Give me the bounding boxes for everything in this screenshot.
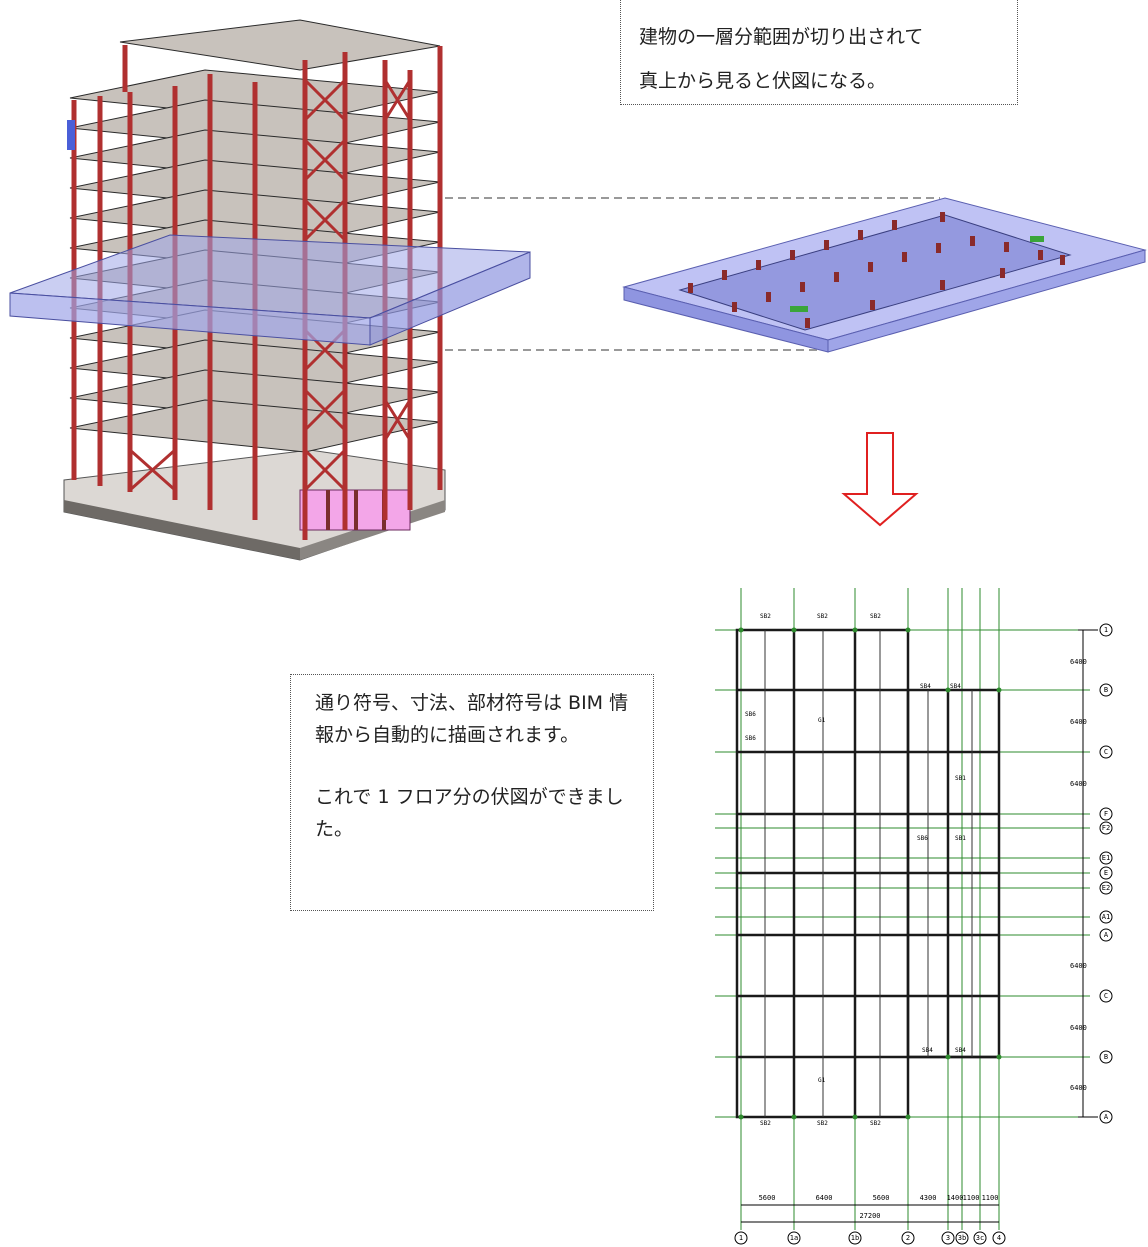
row-axis-label: B [1104, 686, 1108, 694]
member-label: G1 [818, 717, 826, 724]
top-note: 建物の一層分範囲が切り出されて 真上から見ると伏図になる。 [620, 0, 1018, 105]
row-axis-label: B [1104, 1053, 1108, 1061]
row-axis-label: C [1104, 748, 1108, 756]
middle-note-para2: これで 1 フロア分の伏図ができました。 [315, 786, 624, 840]
plan-row-axis-bubbles [1099, 623, 1113, 1124]
member-label: SB2 [870, 1120, 881, 1127]
member-label: SB4 [955, 1047, 966, 1054]
top-note-line2: 真上から見ると伏図になる。 [639, 70, 887, 92]
col-axis-label: 3 [946, 1234, 950, 1242]
right-dim: 6400 [1070, 1084, 1087, 1092]
member-label: SB4 [950, 683, 961, 690]
member-label: SB1 [955, 835, 966, 842]
floor-slice-3d [622, 197, 1147, 353]
span-dim: 5600 [873, 1194, 890, 1202]
top-note-line1: 建物の一層分範囲が切り出されて [639, 26, 924, 48]
right-dim: 6400 [1070, 718, 1087, 726]
down-arrow-icon [841, 432, 919, 527]
col-axis-label: 1b [851, 1234, 859, 1242]
row-axis-label: E2 [1102, 884, 1110, 892]
col-axis-label: 3c [976, 1234, 984, 1242]
building-3d-model [9, 19, 531, 561]
col-axis-label: 1 [739, 1234, 743, 1242]
middle-note-para1: 通り符号、寸法、部材符号は BIM 情報から自動的に描画されます。 [315, 692, 629, 746]
member-label: SB6 [745, 711, 756, 718]
span-dim: 1100 [963, 1194, 980, 1202]
member-label: SB2 [817, 613, 828, 620]
member-label: SB6 [917, 835, 928, 842]
member-label: G1 [818, 1077, 826, 1084]
row-axis-label: E1 [1102, 854, 1110, 862]
member-label: SB2 [870, 613, 881, 620]
plan-beams [735, 628, 1001, 1119]
col-axis-label: 2 [906, 1234, 910, 1242]
span-dim: 5600 [759, 1194, 776, 1202]
leader-lines [445, 197, 940, 351]
member-label: SB4 [920, 683, 931, 690]
row-axis-label: F [1104, 810, 1108, 818]
member-label: SB2 [760, 1120, 771, 1127]
member-label: SB2 [760, 613, 771, 620]
plan-right-dims: 6400 6400 6400 6400 6400 6400 [1070, 658, 1087, 1092]
row-axis-label: A [1104, 1113, 1109, 1121]
middle-note: 通り符号、寸法、部材符号は BIM 情報から自動的に描画されます。 これで 1 … [290, 674, 654, 911]
span-dim: 6400 [816, 1194, 833, 1202]
span-dim: 1100 [982, 1194, 999, 1202]
row-axis-label: F2 [1102, 824, 1110, 832]
col-axis-label: 1a [790, 1234, 798, 1242]
span-dim: 1400 [947, 1194, 964, 1202]
row-axis-label: A [1104, 931, 1109, 939]
span-dim: 4300 [920, 1194, 937, 1202]
member-label: SB6 [745, 735, 756, 742]
member-label: SB4 [922, 1047, 933, 1054]
plan-member-labels: SB2 SB2 SB2 SB4 SB4 SB6 SB6 SB6 SB1 SB1 … [745, 613, 966, 1127]
right-dim: 6400 [1070, 962, 1087, 970]
right-dim: 6400 [1070, 1024, 1087, 1032]
col-axis-label: 3b [958, 1234, 966, 1242]
right-dim: 6400 [1070, 658, 1087, 666]
row-axis-label: E [1104, 869, 1108, 877]
member-label: SB2 [817, 1120, 828, 1127]
floor-plan-2d: SB2 SB2 SB2 SB4 SB4 SB6 SB6 SB6 SB1 SB1 … [715, 588, 1113, 1245]
total-dim: 27200 [859, 1212, 880, 1220]
cut-plane [9, 234, 531, 346]
col-axis-label: 4 [997, 1234, 1001, 1242]
right-dim: 6400 [1070, 780, 1087, 788]
plan-col-axis-bubbles [734, 1231, 1006, 1245]
member-label: SB1 [955, 775, 966, 782]
row-axis-label: 1 [1104, 626, 1108, 634]
row-axis-label: C [1104, 992, 1108, 1000]
plan-bottom-dims: 5600 6400 5600 4300 1400 1100 1100 27200 [759, 1194, 999, 1220]
row-axis-label: A1 [1102, 913, 1110, 921]
